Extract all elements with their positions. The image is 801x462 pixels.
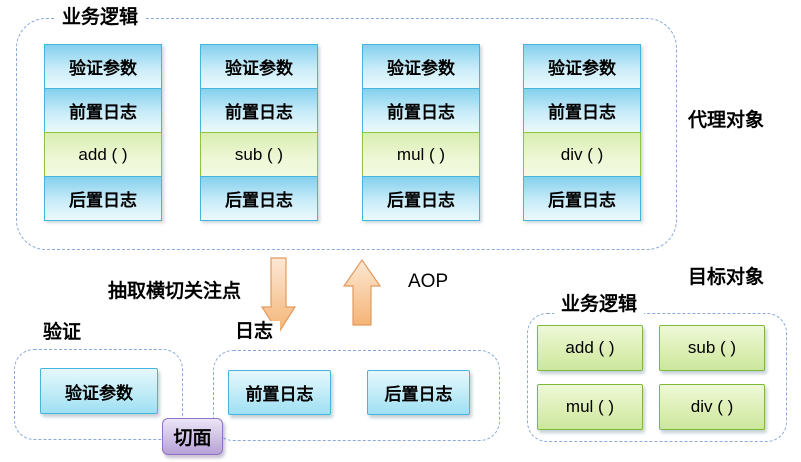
logging-container-label: 日志 <box>228 321 281 343</box>
proxy-column-div: 验证参数 前置日志 div ( ) 后置日志 <box>523 44 641 221</box>
proxy-column-add: 验证参数 前置日志 add ( ) 后置日志 <box>44 44 162 221</box>
proxy-method-box: mul ( ) <box>362 132 480 177</box>
aop-label: AOP <box>408 271 449 292</box>
proxy-step-box: 前置日志 <box>200 88 318 133</box>
target-container-label: 业务逻辑 <box>554 294 645 316</box>
validation-container-label: 验证 <box>36 322 89 344</box>
proxy-step-box: 验证参数 <box>44 44 162 89</box>
proxy-step-box: 前置日志 <box>44 88 162 133</box>
proxy-column-sub: 验证参数 前置日志 sub ( ) 后置日志 <box>200 44 318 221</box>
target-object-side-label: 目标对象 <box>688 267 765 288</box>
validation-step-box: 验证参数 <box>40 368 158 414</box>
proxy-step-box: 验证参数 <box>200 44 318 89</box>
proxy-step-box: 后置日志 <box>362 176 480 221</box>
proxy-method-box: div ( ) <box>523 132 641 177</box>
proxy-step-box: 验证参数 <box>523 44 641 89</box>
proxy-method-box: sub ( ) <box>200 132 318 177</box>
proxy-step-box: 后置日志 <box>523 176 641 221</box>
proxy-step-box: 后置日志 <box>44 176 162 221</box>
proxy-column-mul: 验证参数 前置日志 mul ( ) 后置日志 <box>362 44 480 221</box>
logging-after-box: 后置日志 <box>367 370 470 415</box>
up-arrow-icon <box>343 259 381 326</box>
extract-crosscut-label: 抽取横切关注点 <box>108 281 242 302</box>
proxy-step-box: 前置日志 <box>523 88 641 133</box>
proxy-method-box: add ( ) <box>44 132 162 177</box>
target-method-mul: mul ( ) <box>537 384 643 430</box>
proxy-container-label: 业务逻辑 <box>55 7 146 29</box>
target-container <box>527 313 787 442</box>
proxy-object-container <box>16 18 677 250</box>
validation-container <box>14 349 183 440</box>
logging-container <box>213 350 500 441</box>
target-method-add: add ( ) <box>537 325 643 371</box>
proxy-step-box: 验证参数 <box>362 44 480 89</box>
aspect-badge: 切面 <box>162 418 223 455</box>
target-method-div: div ( ) <box>659 384 765 430</box>
logging-before-box: 前置日志 <box>228 370 331 415</box>
target-method-sub: sub ( ) <box>659 325 765 371</box>
down-arrow-icon <box>261 257 296 334</box>
proxy-step-box: 前置日志 <box>362 88 480 133</box>
proxy-object-side-label: 代理对象 <box>688 110 765 131</box>
proxy-step-box: 后置日志 <box>200 176 318 221</box>
